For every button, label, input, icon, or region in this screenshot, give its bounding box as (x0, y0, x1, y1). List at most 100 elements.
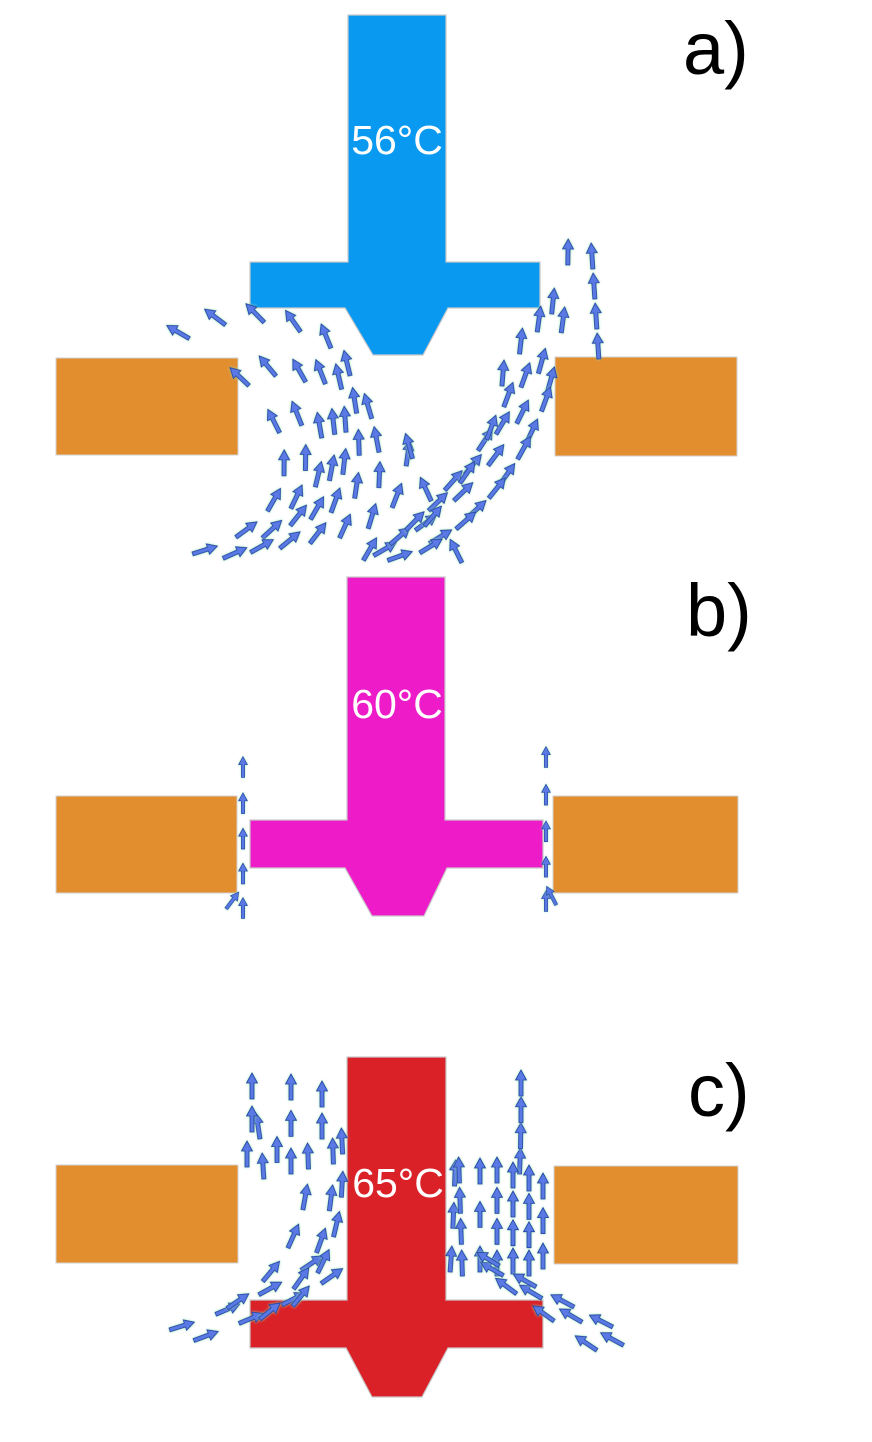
temp-label-c: 65°C (352, 1160, 444, 1206)
flow-arrow-icon (258, 1257, 285, 1286)
flow-arrow-icon (262, 406, 285, 436)
substrate-left-c (55, 1164, 239, 1264)
flow-arrow-icon (474, 1200, 486, 1228)
flow-arrow-icon (352, 428, 366, 456)
panel-label-b: b) (686, 569, 752, 652)
flow-arrow-icon (537, 1242, 549, 1270)
flow-arrow-icon (585, 242, 599, 270)
flow-arrow-icon (191, 1325, 221, 1347)
flow-arrow-icon (523, 1164, 535, 1192)
flow-arrow-icon (296, 1182, 314, 1212)
flow-arrow-icon (282, 1221, 305, 1251)
flow-arrow-icon (299, 443, 312, 472)
flow-arrow-icon (358, 391, 378, 421)
flow-arrow-icon (483, 440, 509, 470)
flow-arrow-icon (545, 287, 561, 315)
flow-arrow-icon (491, 1156, 503, 1184)
flow-arrow-icon (523, 1192, 535, 1220)
flow-arrow-icon (454, 1217, 468, 1245)
flow-arrow-icon (285, 1147, 297, 1175)
temp-label-a: 56°C (351, 117, 443, 163)
flow-arrow-icon (305, 493, 329, 523)
flow-arrow-icon (491, 1186, 503, 1214)
flow-arrow-icon (241, 1140, 253, 1168)
flow-arrow-icon (338, 405, 352, 434)
flow-arrow-icon (326, 1137, 340, 1165)
flow-arrow-icon (507, 1161, 519, 1189)
flow-arrow-icon (531, 304, 547, 334)
flow-arrow-icon (587, 272, 601, 300)
flow-arrow-icon (238, 897, 248, 919)
flow-arrow-icon (513, 326, 529, 356)
panel-label-a: a) (683, 7, 749, 90)
flow-arrow-icon (512, 433, 536, 463)
flow-arrow-icon (315, 321, 337, 351)
flow-arrow-icon (285, 1109, 297, 1137)
flow-arrow-icon (316, 1112, 328, 1140)
flow-arrow-icon (346, 386, 363, 415)
flow-arrow-icon (362, 501, 382, 531)
flow-arrow-icon (335, 1127, 349, 1155)
flow-arrow-icon (386, 480, 408, 511)
flow-arrow-icon (238, 756, 248, 778)
nozzle-arrow-b (249, 576, 544, 917)
flow-arrow-icon (327, 1209, 346, 1239)
flow-arrow-icon (287, 355, 311, 386)
flow-arrow-icon (223, 1288, 253, 1314)
flow-arrow-icon (316, 1080, 328, 1108)
flow-arrow-icon (190, 540, 220, 560)
flow-arrow-icon (238, 862, 248, 885)
flow-arrow-icon (280, 306, 306, 336)
flow-arrow-icon (310, 357, 331, 387)
flow-arrow-icon (348, 471, 365, 500)
nozzle-arrow-c (249, 1056, 544, 1398)
flow-arrow-icon (334, 511, 356, 541)
flow-arrow-icon (515, 1069, 527, 1097)
panel-label-c: c) (688, 1049, 750, 1132)
flow-arrow-icon (515, 360, 536, 390)
flow-arrow-icon (255, 1276, 285, 1300)
flow-arrow-icon (238, 792, 248, 815)
flow-arrow-icon (358, 534, 382, 564)
flow-arrow-icon (271, 1136, 283, 1163)
flow-arrow-icon (323, 453, 341, 482)
flow-arrow-icon (555, 305, 571, 334)
flow-arrow-icon (537, 1207, 549, 1235)
substrate-right-a (554, 356, 738, 457)
temp-label-b: 60°C (351, 681, 443, 727)
flow-arrow-icon (491, 1217, 503, 1245)
flow-arrow-icon (301, 1142, 315, 1170)
flow-arrow-icon (372, 460, 386, 489)
flow-arrow-icon (275, 527, 305, 553)
flow-arrow-icon (541, 783, 551, 806)
flow-arrow-icon (200, 304, 230, 330)
flow-arrow-icon (336, 447, 352, 476)
flow-arrow-icon (597, 1327, 627, 1351)
flow-arrow-icon (444, 536, 468, 566)
flow-arrow-icon (247, 534, 277, 558)
flow-arrow-icon (514, 1096, 528, 1124)
flow-arrow-icon (511, 397, 534, 427)
flow-arrow-icon (507, 1247, 519, 1275)
flow-arrow-icon (507, 1190, 519, 1218)
flow-arrow-icon (220, 542, 250, 564)
flow-arrow-icon (258, 515, 286, 543)
flow-arrow-icon (591, 332, 605, 360)
substrate-left-a (55, 357, 239, 456)
flow-arrow-icon (286, 398, 308, 428)
flow-arrow-icon (262, 485, 286, 515)
substrate-right-c (553, 1165, 739, 1265)
flow-arrow-icon (455, 1249, 469, 1277)
flow-arrow-icon (246, 1072, 258, 1100)
flow-arrow-icon (325, 407, 341, 436)
flow-arrow-icon (571, 1330, 601, 1356)
flow-arrow-icon (232, 516, 261, 543)
flow-arrow-icon (414, 474, 437, 504)
flow-arrow-icon (514, 1122, 527, 1150)
panel-b (55, 576, 739, 919)
flow-arrow-icon (401, 507, 429, 535)
flow-arrow-icon (541, 746, 551, 768)
flow-arrow-icon (238, 827, 248, 850)
flow-arrow-icon (507, 1219, 519, 1247)
